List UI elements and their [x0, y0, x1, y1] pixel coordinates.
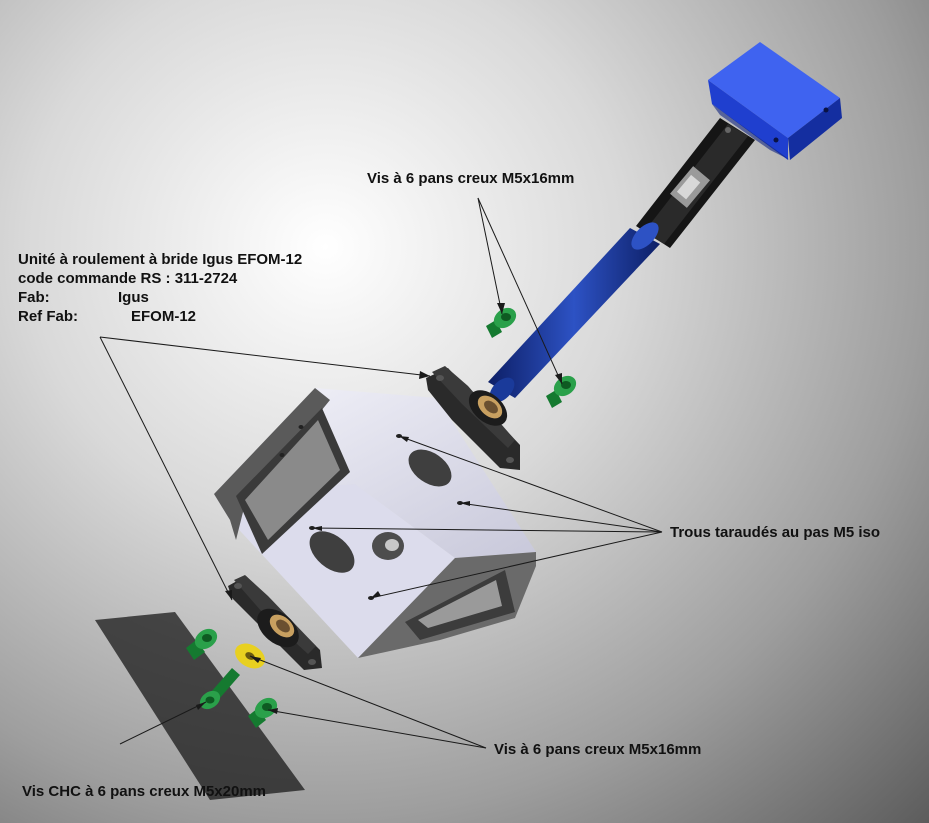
bearing-label-line2: code commande RS : 311-2724 — [18, 270, 238, 287]
bearing-label-line1: Unité à roulement à bride Igus EFOM-12 — [18, 251, 303, 268]
arrowheads — [196, 303, 562, 714]
screws-top-label: Vis à 6 pans creux M5x16mm — [367, 170, 575, 187]
tapped-holes-label: Trous taraudés au pas M5 iso — [670, 524, 881, 541]
motor — [708, 42, 842, 160]
bearing-ref-row: Ref Fab: EFOM-12 — [18, 307, 302, 326]
screw-top-1 — [486, 307, 517, 338]
top-flange-bearing — [426, 366, 520, 470]
screw-bottom-1 — [186, 628, 218, 660]
bearing-label: Unité à roulement à bride Igus EFOM-12 c… — [18, 250, 302, 326]
chc-screw-label: Vis CHC à 6 pans creux M5x20mm — [22, 783, 267, 800]
screw-chc-m5x20 — [199, 668, 240, 710]
main-frame — [214, 388, 536, 658]
bottom-flange-bearing — [228, 575, 322, 670]
screw-bottom-2 — [248, 697, 278, 728]
leader-lines — [99, 197, 663, 749]
screws-bottom-label: Vis à 6 pans creux M5x16mm — [494, 741, 702, 758]
bearing-fab-value: Igus — [118, 289, 149, 306]
shaft-coupling — [636, 118, 755, 248]
bearing-fab-row: Fab: Igus — [18, 288, 302, 307]
bearing-ref-value: EFOM-12 — [131, 308, 197, 325]
bearing-fab-key: Fab: — [18, 289, 50, 306]
bearing-ref-key: Ref Fab: — [18, 308, 78, 325]
screw-top-2 — [546, 375, 577, 408]
blue-shaft — [488, 222, 660, 403]
